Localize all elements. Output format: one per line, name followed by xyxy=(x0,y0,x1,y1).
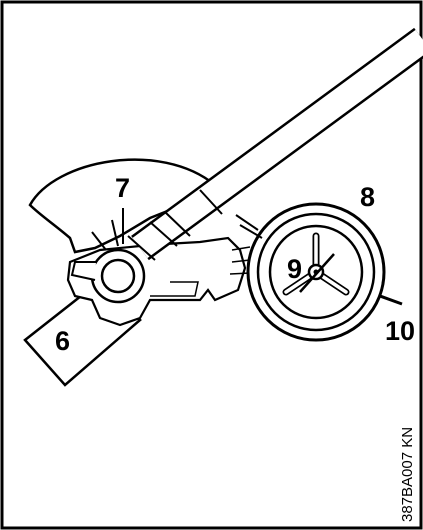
drive-shaft xyxy=(127,27,423,261)
wheel-arm-line xyxy=(235,214,263,239)
callout-9: 9 xyxy=(287,254,302,284)
blade-hub xyxy=(70,248,146,304)
callout-6: 6 xyxy=(55,326,70,356)
figure-code: 387BA007 KN xyxy=(399,427,416,522)
axle-pointer-line xyxy=(299,253,335,293)
support-wheel xyxy=(246,202,386,342)
housing-detail xyxy=(150,281,199,297)
wheel-pointer-line xyxy=(379,294,403,306)
guard-pointer-line xyxy=(91,208,124,251)
callout-7: 7 xyxy=(115,173,130,203)
callout-10: 10 xyxy=(385,316,415,346)
callout-8: 8 xyxy=(360,182,375,212)
